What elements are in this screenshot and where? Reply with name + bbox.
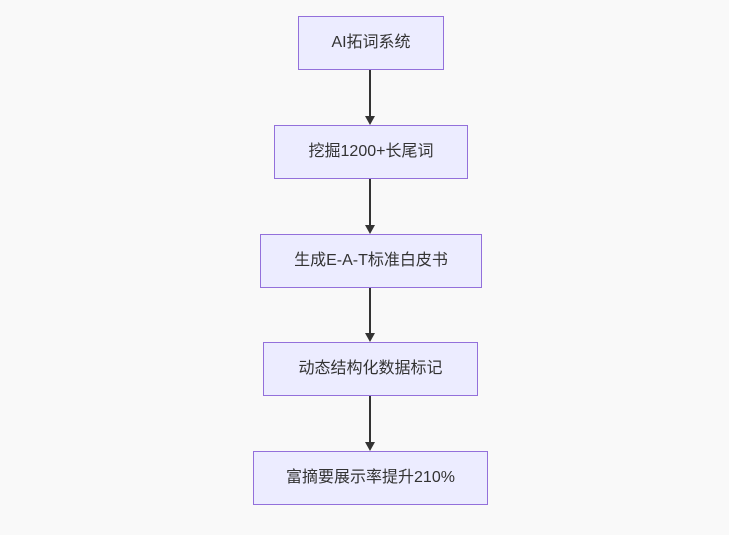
arrow-line	[369, 70, 371, 119]
flow-node-rich-snippet-result: 富摘要展示率提升210%	[253, 451, 488, 505]
flow-node-label: 动态结构化数据标记	[298, 360, 443, 377]
arrow-head-icon	[365, 116, 375, 125]
flow-node-longtail-mining: 挖掘1200+长尾词	[274, 125, 468, 179]
arrow-line	[369, 396, 371, 445]
arrow-line	[369, 179, 371, 228]
flow-node-label: 挖掘1200+长尾词	[308, 143, 434, 160]
flow-node-structured-data: 动态结构化数据标记	[263, 342, 478, 396]
flow-node-label: 富摘要展示率提升210%	[286, 469, 455, 486]
arrow-head-icon	[365, 225, 375, 234]
arrow-line	[369, 288, 371, 336]
flow-node-label: 生成E-A-T标准白皮书	[294, 252, 448, 269]
arrow-head-icon	[365, 442, 375, 451]
flow-arrow-1	[365, 70, 375, 125]
flow-node-ai-word-system: AI拓词系统	[298, 16, 444, 70]
flow-arrow-2	[365, 179, 375, 234]
flow-arrow-3	[365, 288, 375, 342]
flow-node-label: AI拓词系统	[331, 34, 411, 51]
flow-node-eat-whitepaper: 生成E-A-T标准白皮书	[260, 234, 482, 288]
flow-arrow-4	[365, 396, 375, 451]
arrow-head-icon	[365, 333, 375, 342]
